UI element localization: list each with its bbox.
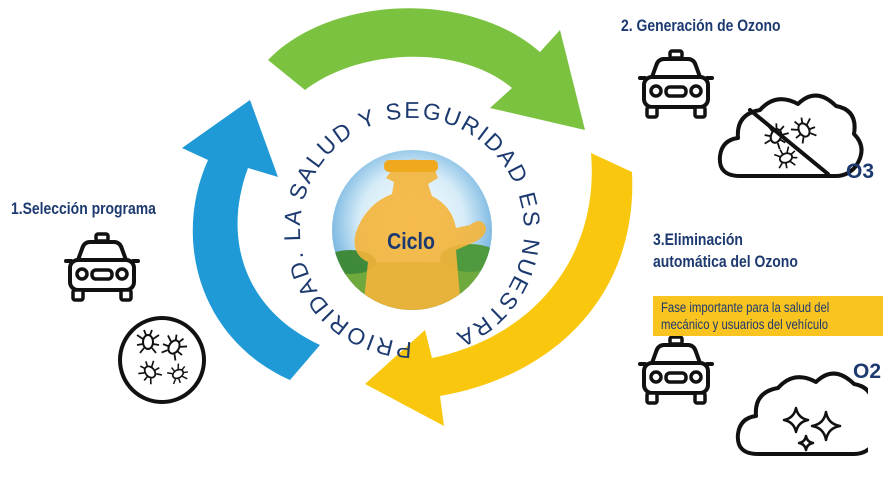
step1-title: 1.Selección programa xyxy=(11,199,156,218)
step1-icons xyxy=(64,232,206,404)
step3-title: 3.Eliminación automática del Ozono xyxy=(653,229,798,273)
green-arrow xyxy=(268,8,585,130)
yellow-arrow xyxy=(365,153,633,426)
center-label: Ciclo xyxy=(387,228,435,254)
worker-silhouette xyxy=(354,159,486,310)
step2-title: 2. Generación de Ozono xyxy=(621,16,781,35)
bacteria-circle-icon xyxy=(118,316,206,404)
step3-icons xyxy=(638,335,868,456)
cycle-arrows xyxy=(182,8,633,426)
blue-arrow xyxy=(182,100,320,380)
car-icon xyxy=(64,232,140,302)
o2-label: O2 xyxy=(853,360,882,383)
car-icon xyxy=(638,49,714,119)
step3-title-line1: 3.Eliminación xyxy=(653,230,743,249)
step2-icons xyxy=(638,49,864,178)
sparkles-cloud-icon xyxy=(735,371,868,456)
o3-label: O3 xyxy=(846,160,875,183)
step3-title-line2: automática del Ozono xyxy=(653,252,798,271)
car-icon xyxy=(638,335,714,405)
step3-note: Fase importante para la salud del mecáni… xyxy=(653,296,883,336)
crossed-bacteria-cloud-icon xyxy=(717,93,864,178)
step3-note-text: Fase importante para la salud del mecáni… xyxy=(661,300,830,332)
